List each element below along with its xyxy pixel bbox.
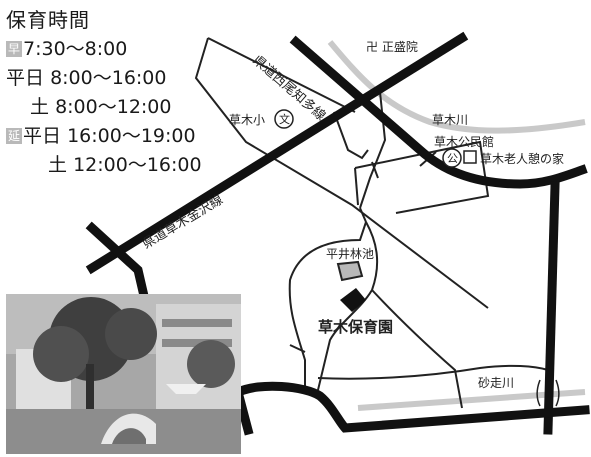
nursery-photo [6,294,241,454]
school-symbol-circle [274,109,294,129]
hall-symbol-circle [442,148,462,168]
river-label-kusagi: 草木川 [432,113,469,127]
community-hall-label: 草木公民館 [434,135,495,149]
hours-ext-weekday: 延平日 16:00〜19:00 [6,122,202,151]
major-roads [85,31,590,436]
early-time: 7:30〜8:00 [23,38,128,60]
saturday-label: 土 [30,96,50,118]
nursery-building-icon [340,288,366,312]
elderly-home-label: 草木老人憩の家 [480,152,565,166]
local-roads [194,37,549,409]
ext-weekday-time: 16:00〜19:00 [67,125,196,147]
hours-ext-saturday: 土 12:00〜16:00 [6,151,202,180]
saturday-time: 8:00〜12:00 [55,96,172,118]
hall-symbol-icon: 公 [447,152,458,165]
nursery-photo-illustration [6,294,241,454]
extended-badge: 延 [6,128,22,144]
school-label: 草木小 [229,113,266,127]
river-label-sunahashi: 砂走川 [478,376,515,390]
hours-title: 保育時間 [6,8,90,32]
hours-weekday: 平日 8:00〜16:00 [6,64,202,93]
school-symbol-icon: 文 [279,113,290,126]
weekday-time: 8:00〜16:00 [50,67,167,89]
ext-saturday-time: 12:00〜16:00 [73,154,202,176]
pond-shape [336,260,364,282]
early-badge: 早 [6,41,22,57]
nursery-label: 草木保育園 [318,318,394,336]
bridge-marks [536,379,560,407]
temple-label: 卍 正盛院 [366,40,418,54]
ext-weekday-label: 平日 [23,125,62,147]
weekday-label: 平日 [6,67,45,89]
river-upper [327,40,586,134]
temple-symbol-icon: 卍 [366,40,379,54]
elderly-home-square [463,150,477,164]
pond-label: 平井林池 [326,247,375,261]
ext-saturday-label: 土 [48,154,68,176]
hours-saturday: 土 8:00〜12:00 [6,93,202,122]
